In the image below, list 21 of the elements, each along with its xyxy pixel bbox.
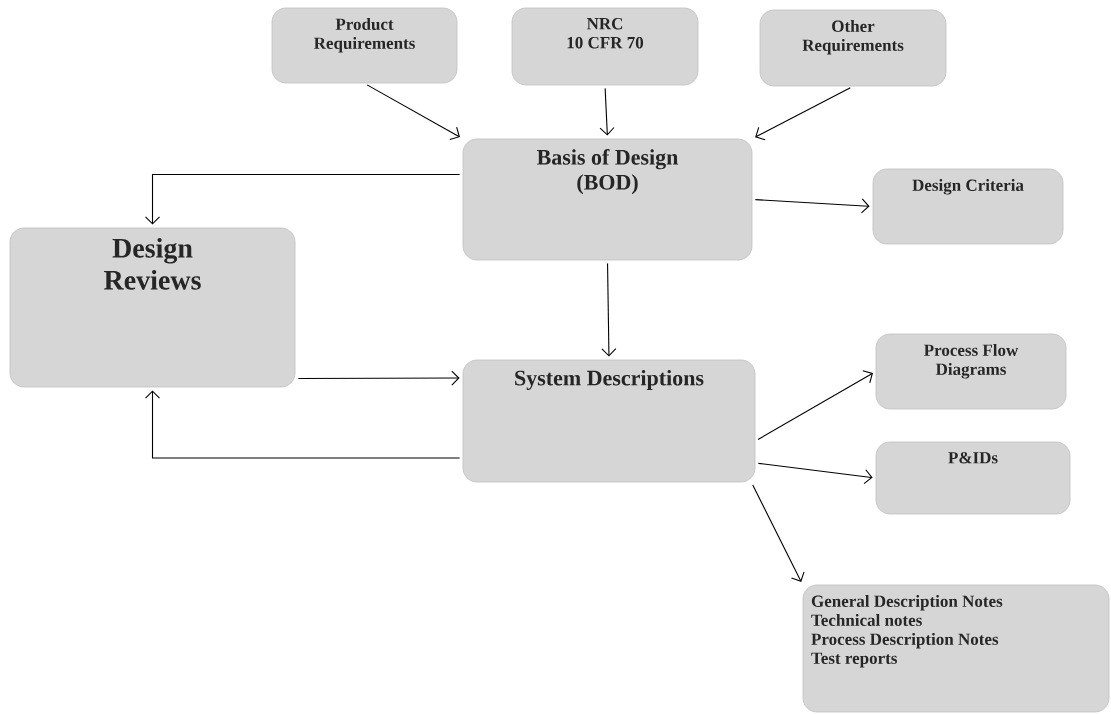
process-box: P&IDs (875, 441, 1071, 515)
arrow (755, 87, 851, 141)
arrow (144, 390, 461, 459)
process-box: Basis of Design (BOD) (462, 138, 753, 261)
arrow (297, 370, 460, 386)
arrow (144, 173, 461, 225)
arrow (757, 462, 873, 485)
arrow (366, 84, 460, 140)
process-box: Other Requirements (759, 9, 947, 87)
process-box: General Description Notes Technical notes Process Description Notes Test reports (802, 584, 1110, 713)
process-box: NRC 10 CFR 70 (511, 7, 699, 86)
arrow (599, 87, 615, 136)
arrow (757, 370, 873, 441)
process-box: Design Criteria (872, 168, 1064, 245)
arrow (754, 198, 870, 214)
arrow (601, 262, 617, 357)
arrow (752, 484, 805, 582)
process-box: Design Reviews (9, 227, 296, 388)
process-box: Process Flow Diagrams (875, 333, 1067, 410)
process-box: System Descriptions (462, 359, 756, 483)
process-box: Product Requirements (271, 7, 458, 84)
